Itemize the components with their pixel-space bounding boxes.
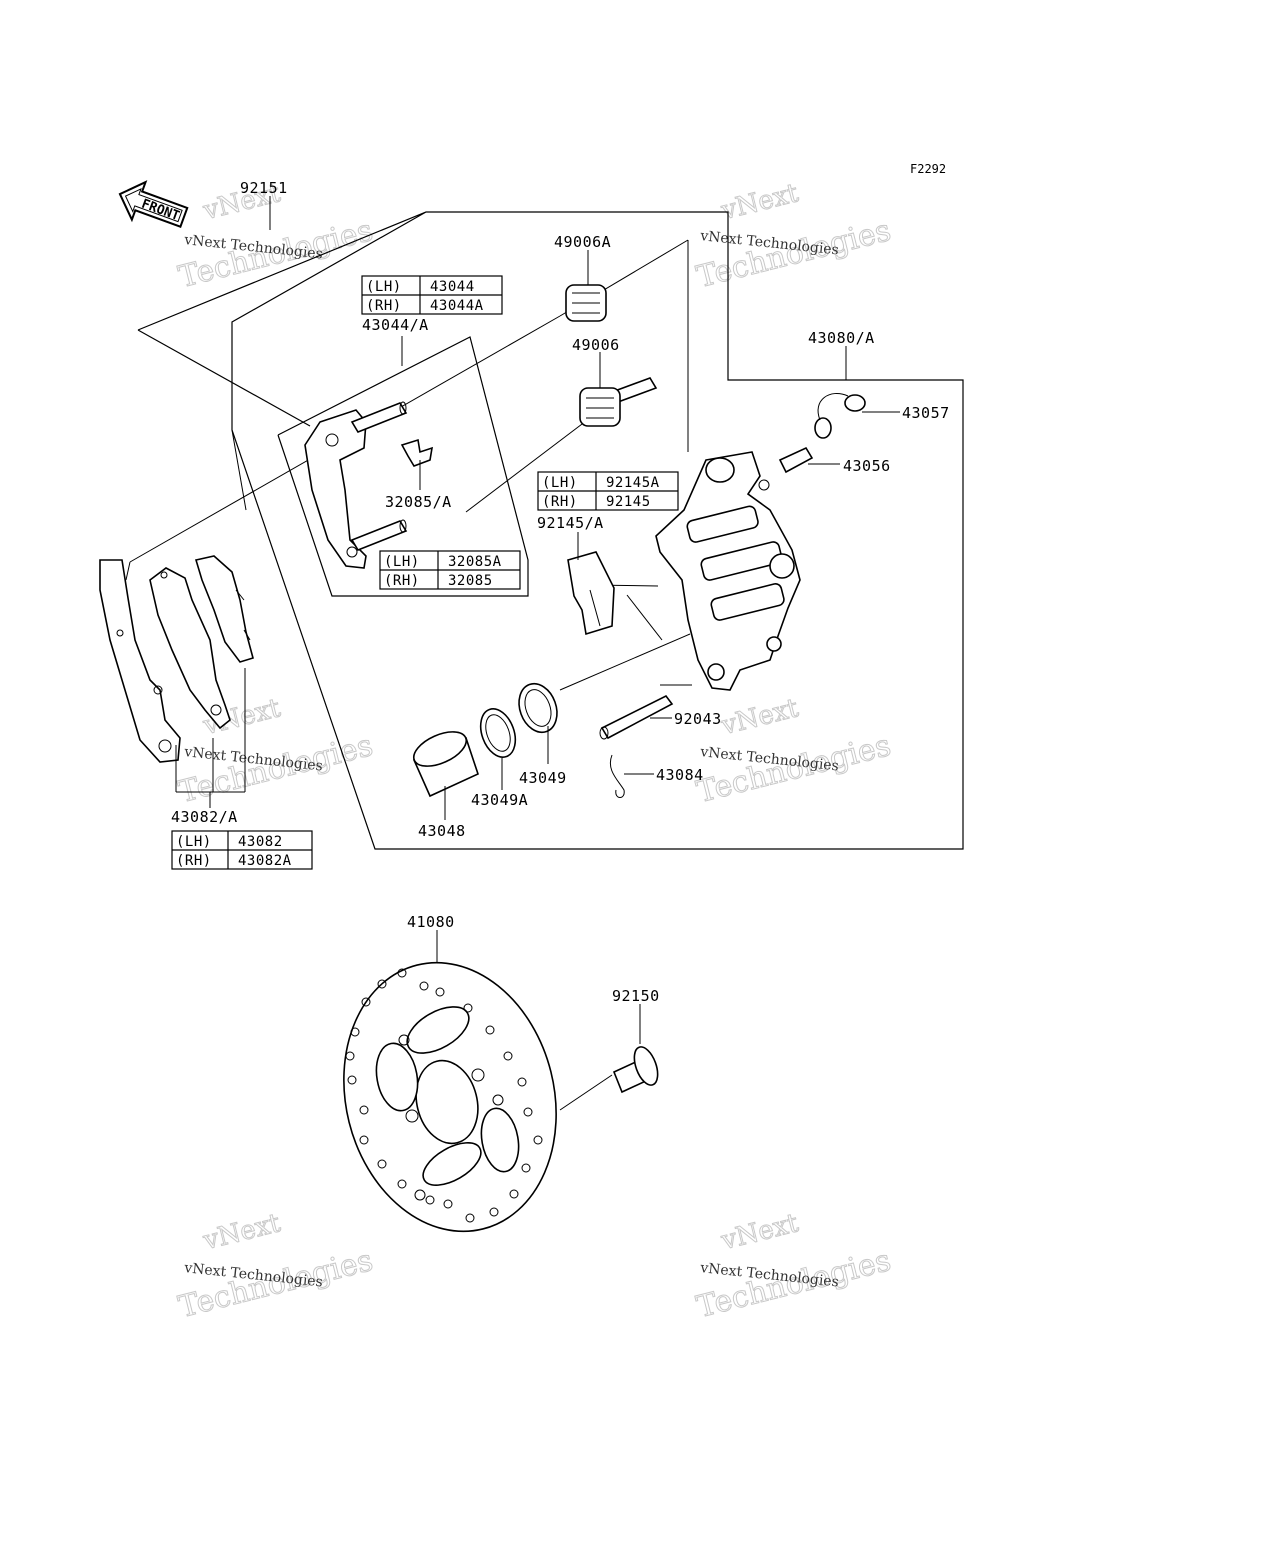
- label-92145a: 92145/A: [537, 514, 604, 532]
- label-92043: 92043: [674, 710, 722, 728]
- table-lh-value: 43044: [430, 279, 475, 295]
- label-43048: 43048: [418, 822, 466, 840]
- label-92150: 92150: [612, 987, 660, 1005]
- table-lh: (LH): [384, 554, 420, 570]
- table-rh: (RH): [366, 298, 402, 314]
- piston-seal: [518, 682, 558, 734]
- table-rh: (RH): [384, 573, 420, 589]
- label-43049: 43049: [519, 769, 567, 787]
- pin-92043: [600, 694, 674, 740]
- assembly-frame: [137, 211, 964, 850]
- brake-pad-assembly: [99, 555, 254, 808]
- table-rh: (RH): [542, 494, 578, 510]
- front-arrow-icon: FRONT: [118, 180, 189, 228]
- caliper-bracket: [304, 401, 408, 569]
- label-32085a: 32085/A: [385, 493, 452, 511]
- label-43084: 43084: [656, 766, 704, 784]
- label-43056: 43056: [843, 457, 891, 475]
- label-49006a: 49006A: [554, 233, 611, 251]
- table-43044: (LH) 43044 (RH) 43044A: [361, 275, 503, 315]
- pad-spring-clip: [400, 438, 434, 467]
- piston: [412, 731, 479, 798]
- table-lh-value: 92145A: [606, 475, 660, 491]
- table-lh-value: 43082: [238, 834, 283, 850]
- leader-lines: [269, 196, 900, 1044]
- watermark-line1: vNext: [718, 1208, 802, 1256]
- table-43082: (LH) 43082 (RH) 43082A: [171, 830, 313, 870]
- table-rh-value: 43082A: [238, 853, 292, 869]
- bleeder-valve: [778, 446, 814, 474]
- label-43044a: 43044/A: [362, 316, 429, 334]
- table-32085: (LH) 32085A (RH) 32085: [379, 550, 521, 590]
- table-lh: (LH): [176, 834, 212, 850]
- watermark-line1: vNext: [718, 693, 802, 741]
- watermark-bottom-right: vNext Technologies: [693, 1208, 895, 1326]
- label-43080a: 43080/A: [808, 329, 875, 347]
- boot-49006a: [565, 284, 607, 322]
- watermark-bottom-left: vNext Technologies: [175, 1208, 377, 1326]
- label-92151: 92151: [240, 179, 288, 197]
- cotter-pin: [610, 754, 625, 798]
- table-92145: (LH) 92145A (RH) 92145: [537, 471, 679, 511]
- table-lh-value: 32085A: [448, 554, 502, 570]
- watermark-line3: Technologies: [693, 213, 894, 295]
- caliper-body: [655, 451, 801, 691]
- boot-49006: [579, 377, 658, 427]
- label-43057: 43057: [902, 404, 950, 422]
- disc-bolt: [612, 1046, 659, 1094]
- watermark-line1: vNext: [718, 178, 802, 226]
- table-rh-value: 32085: [448, 573, 493, 589]
- label-49006: 49006: [572, 336, 620, 354]
- watermark-mid-right: vNext Technologies: [693, 693, 895, 811]
- table-lh: (LH): [542, 475, 578, 491]
- figure-code: F2292: [910, 162, 946, 176]
- watermark-top-right: vNext Technologies: [693, 178, 895, 296]
- table-rh-value: 92145: [606, 494, 651, 510]
- table-lh: (LH): [366, 279, 402, 295]
- watermark-line1: vNext: [200, 1208, 284, 1256]
- label-43049a: 43049A: [471, 791, 528, 809]
- label-41080: 41080: [407, 913, 455, 931]
- table-rh: (RH): [176, 853, 212, 869]
- label-43082a: 43082/A: [171, 808, 238, 826]
- brake-disc: [343, 961, 557, 1233]
- bleeder-cap: [814, 393, 866, 439]
- table-rh-value: 43044A: [430, 298, 484, 314]
- dust-seal: [479, 708, 517, 758]
